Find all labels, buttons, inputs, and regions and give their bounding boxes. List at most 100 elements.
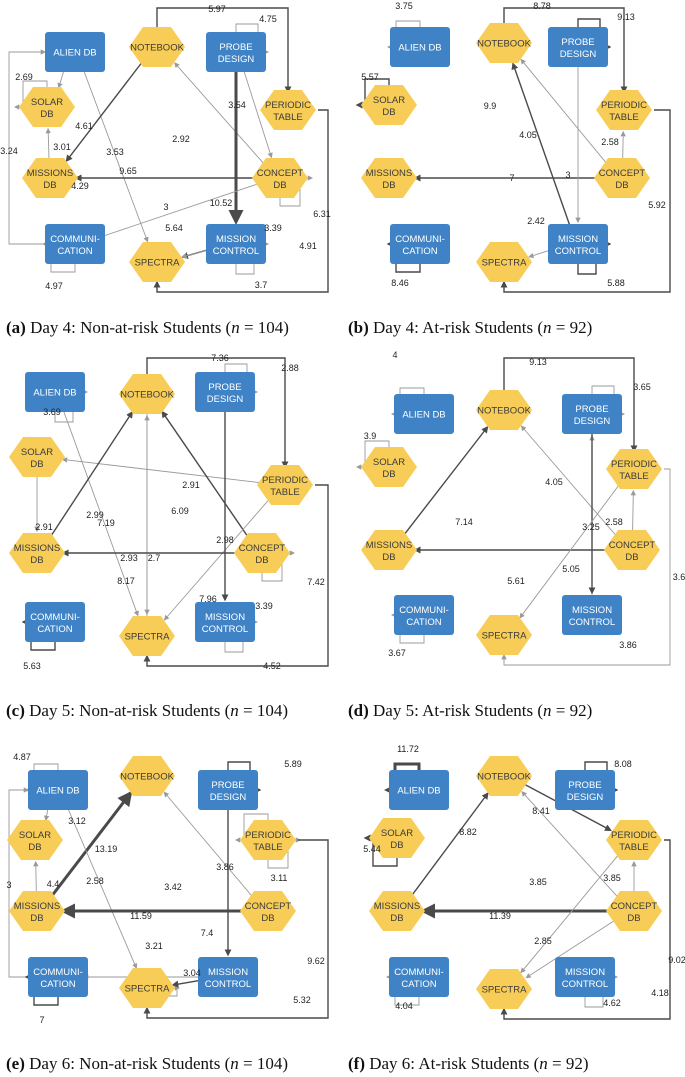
node-hexagon [476,756,532,796]
node-label-line1: SOLAR [19,830,51,841]
node-label-line1: COMMUNI- [395,234,445,245]
node-notebook: NOTEBOOK [476,390,532,430]
node-label-line2: DESIGN [574,416,611,427]
node-label-line1: SOLAR [31,97,63,108]
node-hexagon [7,820,63,860]
node-box [548,224,608,264]
edge-label: 8.46 [391,278,409,288]
node-label-line1: NOTEBOOK [120,390,175,401]
edge-periodic-to-spectra [519,484,620,619]
edge-label: 3 [6,880,11,890]
edge-label: 2.91 [35,522,53,532]
edge-label: 2.88 [281,363,299,373]
node-alien: ALIEN DB [45,32,105,72]
edge-label: 3.86 [619,640,637,650]
edge-label: 3.54 [228,100,246,110]
edge-label: 3.42 [164,882,182,892]
node-box [198,957,258,997]
edge-label: 11.39 [489,911,511,921]
edge-label: 5.44 [363,844,381,854]
edge-label: 11.59 [130,911,152,921]
edge-alien-to-solar [57,69,65,89]
edge-label: 4.04 [395,1001,413,1011]
edge-label: 7.42 [307,577,325,587]
edge-mission_control-to-notebook [511,62,571,226]
node-label-line2: CONTROL [562,979,608,990]
node-label-line1: PROBE [575,404,608,415]
node-label-line1: NOTEBOOK [477,772,532,783]
node-hexagon [606,891,662,931]
node-box [45,32,105,72]
edge-missions-to-solar [45,127,51,159]
panel-f-edges [363,761,671,1020]
edge-label: 8.41 [532,806,550,816]
node-box [390,224,450,264]
node-box [195,372,255,412]
edge-concept-to-notebook [520,425,617,536]
node-label-line2: DESIGN [207,394,244,405]
edge-label: 9.13 [529,357,547,367]
node-hexagon [476,23,532,63]
node-label-line1: PERIODIC [611,830,657,841]
caption-a: (a) Day 4: Non-at-risk Students (n = 104… [6,318,289,337]
edge-label: 2.85 [534,936,552,946]
node-label-line1: SPECTRA [125,984,171,995]
node-label-line2: CONTROL [202,624,248,635]
node-hexagon [476,390,532,430]
node-label-line1: PROBE [568,780,601,791]
edge-label: 3.67 [388,648,406,658]
node-box [206,224,266,264]
edge-concept-to-notebook [161,410,249,538]
node-label-line2: DB [261,913,274,924]
node-hexagon [252,158,308,198]
edge-alien-to-spectra [67,808,138,969]
node-label-line1: SPECTRA [135,258,181,269]
edge-label: 13.19 [95,844,118,854]
edge-notebook-to-missions [65,62,143,163]
edge-label: 4.4 [47,879,60,889]
edge-label: 3.65 [633,382,651,392]
node-label-line2: DB [390,840,403,851]
edge-concept-to-notebook [521,791,618,897]
edge-label: 4.75 [259,14,277,24]
edge-label: 8.78 [533,1,551,11]
node-hexagon [369,818,425,858]
node-hexagon [594,158,650,198]
edge-periodic-to-spectra [153,109,329,293]
node-label-line2: TABLE [253,842,282,853]
node-comm: COMMUNI-CATION [25,602,85,642]
edge-label: 5.92 [648,200,666,210]
node-label-line1: MISSION [216,234,256,245]
node-hexagon [119,616,175,656]
node-label-line1: CONCEPT [609,540,656,551]
node-label-line1: SPECTRA [482,985,528,996]
node-label-line1: MISSION [572,605,612,616]
edge-label: 3.12 [68,816,86,826]
node-hexagon [240,820,296,860]
edge-concept-to-comm [98,183,258,239]
edge-periodic-to-spectra [500,839,671,1020]
node-label-line2: DB [43,180,56,191]
panel-e-nodes: ALIEN DBNOTEBOOKPROBEDESIGNSOLARDBPERIOD… [7,756,296,1008]
node-comm: COMMUNI-CATION [390,224,450,264]
edge-label: 9.13 [617,12,635,22]
edge-label: 9.9 [484,101,497,111]
node-notebook: NOTEBOOK [476,23,532,63]
node-label-line1: COMMUNI- [30,612,80,623]
edge-label: 3.39 [264,223,282,233]
node-label-line1: MISSIONS [366,540,412,551]
edge-label: 2.42 [527,216,545,226]
